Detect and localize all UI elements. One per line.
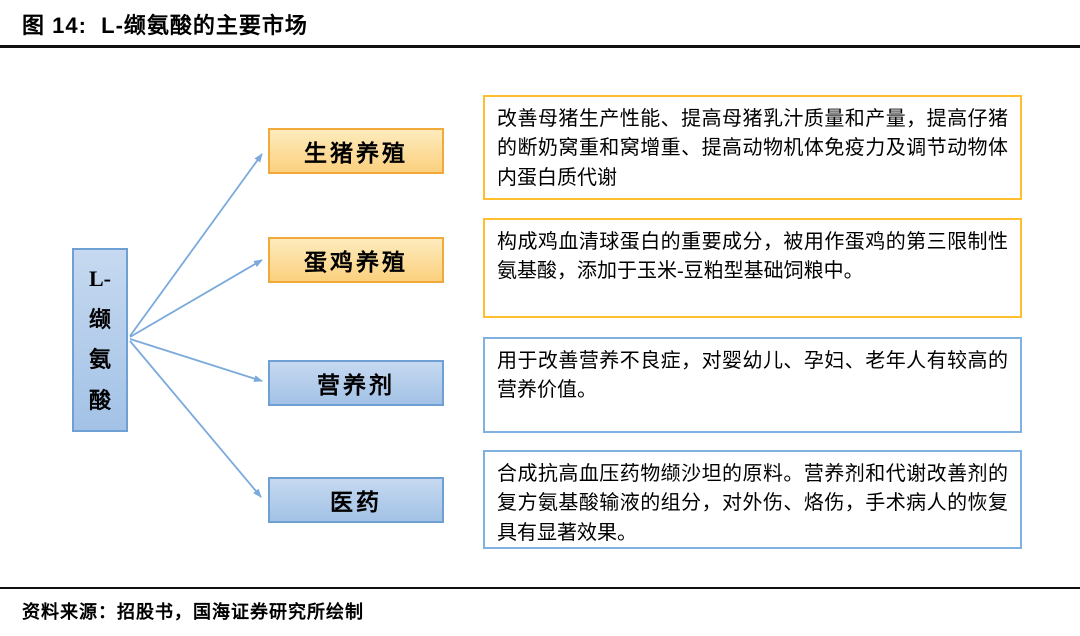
desc-nutritional-agent: 用于改善营养不良症，对婴幼儿、孕妇、老年人有较高的营养价值。 — [483, 337, 1022, 433]
arrow-to-pig-farming — [129, 153, 263, 337]
desc-laying-hen-farming: 构成鸡血清球蛋白的重要成分，被用作蛋鸡的第三限制性氨基酸，添加于玉米-豆粕型基础… — [483, 218, 1022, 318]
node-laying-hen-farming: 蛋鸡养殖 — [268, 237, 444, 283]
source-rule — [0, 587, 1080, 589]
node-label: 营养剂 — [317, 373, 395, 398]
arrow-to-nutrition — [129, 338, 263, 382]
desc-pharmaceutical: 合成抗高血压药物缬沙坦的原料。营养剂和代谢改善剂的复方氨基酸输液的组分，对外伤、… — [483, 450, 1022, 549]
arrow-to-pharma — [129, 340, 262, 498]
root-node-l-valine: L- 缬 氨 酸 — [72, 248, 128, 432]
root-node-char: 酸 — [88, 387, 111, 413]
arrow-to-hen-farming — [129, 259, 263, 338]
title-rule — [0, 45, 1080, 48]
root-node-char: L- — [89, 266, 111, 292]
node-label: 蛋鸡养殖 — [304, 250, 408, 275]
node-pharmaceutical: 医药 — [268, 477, 444, 523]
node-pig-farming: 生猪养殖 — [268, 128, 444, 174]
desc-pig-farming: 改善母猪生产性能、提高母猪乳汁质量和产量，提高仔猪的断奶窝重和窝增重、提高动物机… — [483, 95, 1022, 200]
root-node-char: 缬 — [88, 306, 111, 332]
root-node-char: 氨 — [88, 347, 111, 373]
node-label: 医药 — [330, 490, 382, 515]
node-label: 生猪养殖 — [304, 141, 408, 166]
source-note: 资料来源：招股书，国海证券研究所绘制 — [22, 602, 364, 622]
node-nutritional-agent: 营养剂 — [268, 360, 444, 406]
figure-title: 图 14: L-缬氨酸的主要市场 — [22, 13, 308, 38]
